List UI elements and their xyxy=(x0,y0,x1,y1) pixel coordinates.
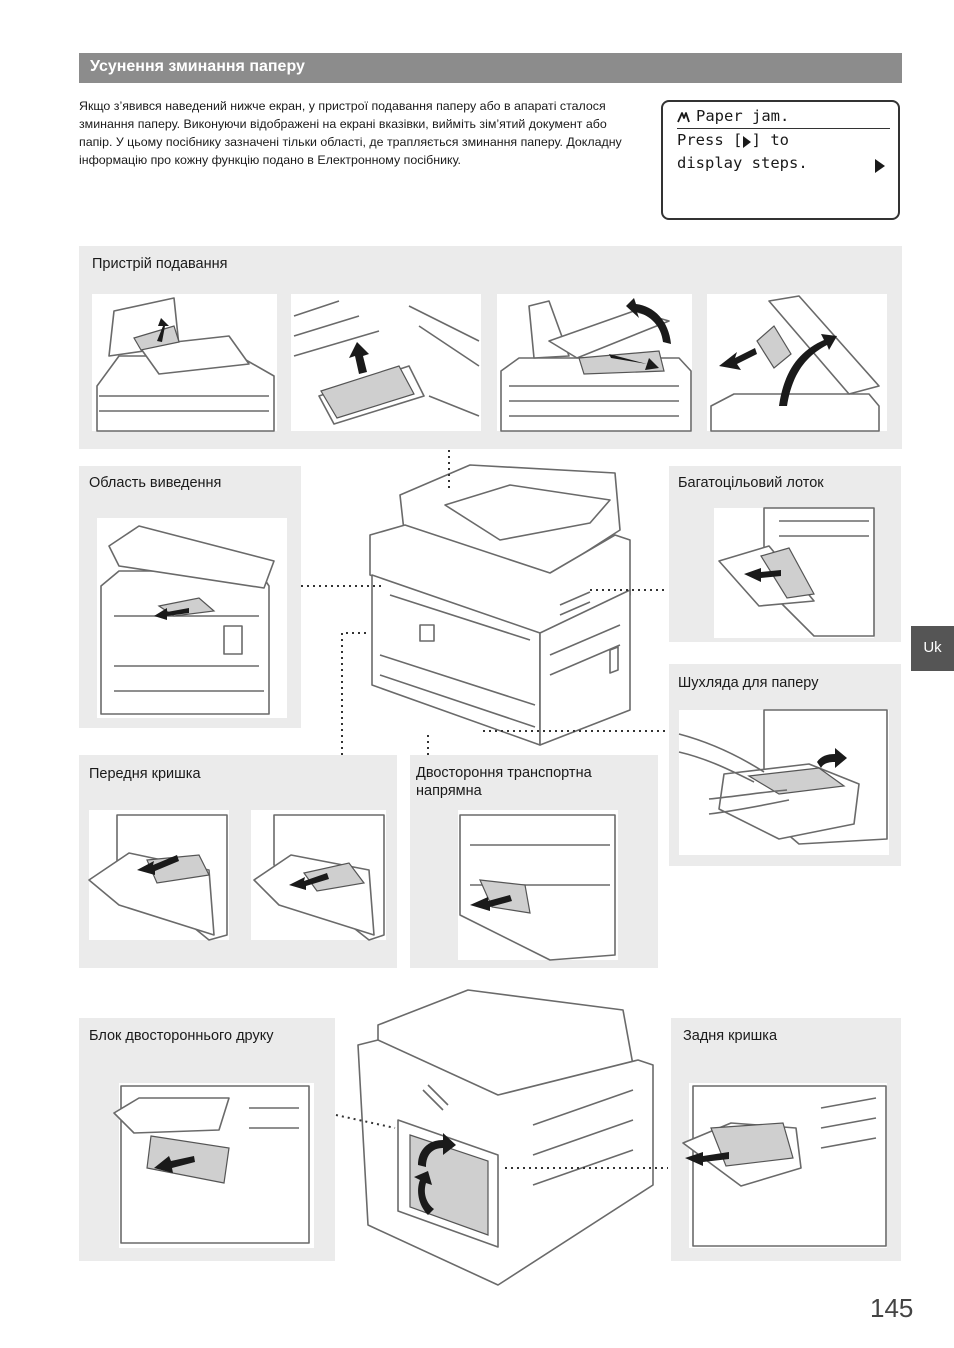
panel-rear-cover-label: Задня кришка xyxy=(683,1028,778,1044)
intro-paragraph: Якщо з’явився наведений нижче екран, у п… xyxy=(79,99,622,167)
duplex-path-illustration xyxy=(458,810,618,961)
feeder-step-4-image xyxy=(707,294,887,432)
feeder-step-3-image xyxy=(497,294,692,432)
language-tab: Uk xyxy=(911,626,954,671)
main-device-illustration xyxy=(369,464,631,746)
section-header: Усунення зминання паперу xyxy=(79,53,902,83)
right-triangle-icon xyxy=(743,136,751,148)
panel-drawer-label: Шухляда для паперу xyxy=(678,675,819,691)
front-cover-step-1-image xyxy=(88,810,229,941)
panel-front-cover-label: Передня кришка xyxy=(89,766,201,782)
section-title: Усунення зминання паперу xyxy=(90,58,305,75)
lcd-line-1: Paper jam. xyxy=(696,107,790,125)
paper-jam-icon xyxy=(677,112,690,123)
lcd-next-arrow-icon xyxy=(875,159,885,173)
panel-duplex-path-label: Двостороння транспортна напрямна xyxy=(416,765,592,799)
feeder-illustrations xyxy=(92,294,887,432)
lcd-line-2: Press [ ] to xyxy=(677,131,789,149)
rear-device-illustration xyxy=(357,989,654,1286)
multipurpose-illustration xyxy=(714,507,875,638)
panel-feeder-label: Пристрій подавання xyxy=(92,256,228,272)
page-number: 145 xyxy=(870,1293,914,1323)
front-cover-illustrations xyxy=(88,810,386,941)
duplex-unit-illustration xyxy=(113,1083,314,1248)
feeder-step-1-image xyxy=(92,294,277,432)
rear-cover-illustration xyxy=(682,1083,887,1248)
panel-output-label: Область виведення xyxy=(89,475,222,491)
panel-duplex-unit-label: Блок двостороннього друку xyxy=(89,1028,274,1044)
lcd-line-3: display steps. xyxy=(677,154,808,172)
drawer-illustration xyxy=(678,709,889,855)
panel-multipurpose-label: Багатоцільовий лоток xyxy=(678,475,824,491)
front-cover-step-2-image xyxy=(251,810,386,941)
feeder-step-2-image xyxy=(291,294,481,431)
lcd-divider xyxy=(677,128,890,129)
language-tab-label: Uk xyxy=(923,639,942,656)
output-illustration xyxy=(97,518,287,718)
lcd-screen: Paper jam. Press [ ] to display steps. xyxy=(661,100,900,220)
